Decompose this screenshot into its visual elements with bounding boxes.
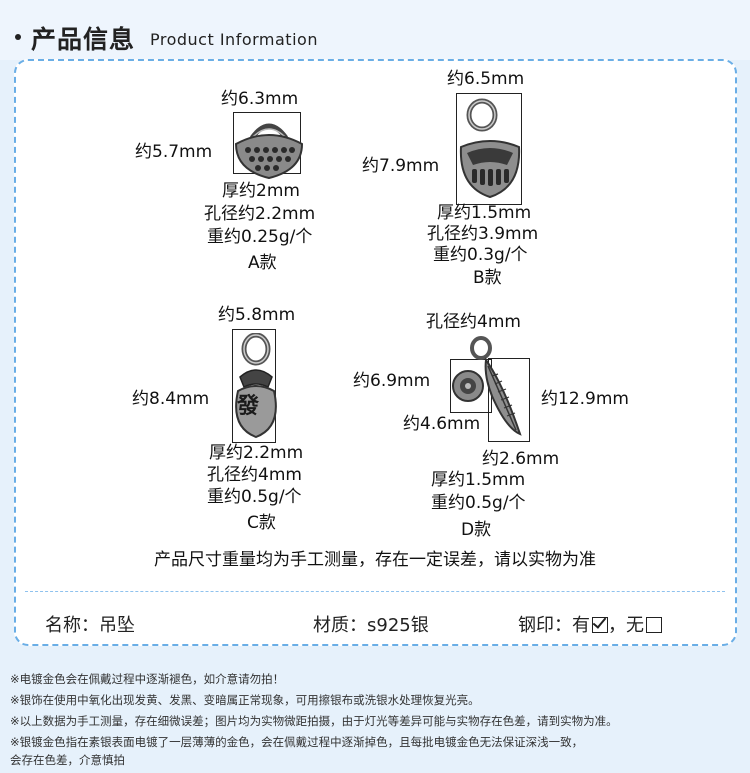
- item-c-height: 约8.4mm: [132, 389, 210, 409]
- item-d-label: D款: [461, 520, 492, 540]
- spec-name-value: 吊坠: [99, 615, 135, 636]
- bullet-dot-icon: [15, 34, 21, 40]
- fortune-bag-pendant-icon[interactable]: [230, 333, 282, 441]
- section-title: 产品信息: [31, 25, 136, 54]
- divider: [25, 591, 725, 592]
- stamp-no-checkbox-icon: [646, 617, 662, 633]
- note-line: ※以上数据为手工测量，存在细微误差；图片均为实物微距拍摄，由于灯光等差异可能与实…: [10, 714, 618, 728]
- item-a-thickness: 厚约2mm: [222, 181, 300, 201]
- item-a-hole: 孔径约2.2mm: [204, 204, 316, 224]
- item-b-weight: 重约0.3g/个: [433, 245, 528, 265]
- note-line: 会存在色差，介意慎拍: [10, 753, 125, 767]
- item-d-thickness: 厚约1.5mm: [431, 470, 526, 490]
- item-d-feather-dimension-box: [488, 358, 530, 442]
- stamp-separator: ，: [608, 615, 626, 636]
- item-b-hole: 孔径约3.9mm: [427, 224, 539, 244]
- spec-stamp-label: 钢印：: [518, 615, 572, 636]
- stamp-yes-label: 有: [572, 615, 590, 636]
- section-subtitle: Product Information: [150, 30, 318, 49]
- item-c-thickness: 厚约2.2mm: [209, 443, 304, 463]
- item-b-height: 约7.9mm: [362, 156, 440, 176]
- spec-name-label: 名称：: [45, 615, 99, 636]
- item-c-label: C款: [247, 513, 276, 533]
- item-b-width: 约6.5mm: [447, 69, 525, 89]
- item-c-hole: 孔径约4mm: [207, 465, 302, 485]
- item-d-coin-size: 约6.9mm: [353, 371, 431, 391]
- lock-pendant-icon[interactable]: [230, 112, 308, 182]
- item-a-height: 约5.7mm: [135, 142, 213, 162]
- stamp-no-label: 无: [626, 615, 644, 636]
- item-c-weight: 重约0.5g/个: [207, 487, 302, 507]
- note-line: ※银镀金色指在素银表面电镀了一层薄薄的金色，会在佩戴过程中逐渐掉色，且每批电镀金…: [10, 735, 584, 749]
- coin-feather-pendant-icon[interactable]: [448, 336, 528, 446]
- note-line: ※电镀金色会在佩戴过程中逐渐褪色，如介意请勿拍！: [10, 672, 285, 686]
- note-line: ※银饰在使用中氧化出现发黄、发黑、变暗属正常现象，可用擦银布或洗银水处理恢复光亮…: [10, 693, 480, 707]
- item-b-dimension-box: [456, 93, 522, 205]
- item-d-feather-width: 约2.6mm: [482, 449, 560, 469]
- item-c-dimension-box: [232, 329, 276, 443]
- item-d-hole: 孔径约4mm: [426, 312, 521, 332]
- ingot-pendant-icon[interactable]: [455, 95, 525, 205]
- spec-material-label: 材质：: [313, 615, 367, 636]
- spec-material-value: s925银: [367, 615, 429, 636]
- spec-stamp: 钢印：有 ，无: [518, 611, 662, 637]
- section-header: 产品信息 Product Information: [0, 0, 750, 60]
- spec-material: 材质：s925银: [313, 611, 429, 637]
- item-d-coin-inner: 约4.6mm: [403, 414, 481, 434]
- item-c-width: 约5.8mm: [218, 305, 296, 325]
- item-a-weight: 重约0.25g/个: [207, 227, 313, 247]
- item-a-width: 约6.3mm: [221, 89, 299, 109]
- care-notes: ※电镀金色会在佩戴过程中逐渐褪色，如介意请勿拍！ ※银饰在使用中氧化出现发黄、发…: [0, 660, 750, 773]
- item-b-thickness: 厚约1.5mm: [437, 203, 532, 223]
- item-d-weight: 重约0.5g/个: [431, 493, 526, 513]
- measurement-disclaimer: 产品尺寸重量均为手工测量，存在一定误差，请以实物为准: [154, 550, 596, 570]
- item-b-label: B款: [473, 268, 502, 288]
- item-c-glyph: 發: [237, 394, 260, 419]
- item-d-feather-length: 约12.9mm: [541, 389, 629, 409]
- item-a-label: A款: [248, 253, 277, 273]
- product-info-card: [14, 59, 737, 646]
- spec-name: 名称：吊坠: [45, 611, 135, 637]
- stamp-yes-checkbox-icon: [592, 617, 608, 633]
